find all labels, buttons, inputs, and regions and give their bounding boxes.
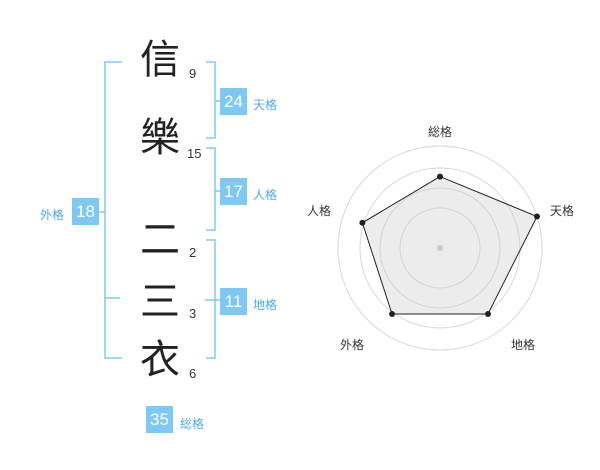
- radar-axis-label-jinkaku: 人格: [307, 204, 332, 218]
- name-char-3: 二: [140, 217, 180, 263]
- jinkaku-label: 人格: [253, 188, 278, 202]
- radar-axis-label-tenkaku: 天格: [550, 204, 575, 218]
- radar-ring-3: [379, 187, 501, 309]
- radar-ring-1: [337, 145, 543, 351]
- stroke-count-5: 6: [189, 366, 197, 381]
- tenkaku-label: 天格: [253, 98, 278, 112]
- stroke-count-1: 9: [189, 66, 197, 81]
- radar-center-dot: [437, 245, 443, 251]
- gaikaku-badge: 18: [72, 198, 99, 225]
- name-char-2: 樂: [140, 115, 180, 161]
- jinkaku-badge: 17: [220, 178, 247, 205]
- radar-point-1: [437, 173, 443, 180]
- radar-point-5: [359, 219, 366, 226]
- radar-axis-label-gaikaku: 外格: [340, 338, 365, 352]
- tenkaku-badge: 24: [220, 88, 247, 115]
- stroke-count-2: 15: [187, 146, 202, 161]
- radar-ring-4: [399, 207, 481, 289]
- soukaku-badge: 35: [146, 406, 173, 433]
- radar-axis-label-chikaku: 地格: [511, 338, 536, 352]
- radar-point-4: [389, 311, 396, 318]
- radar-point-2: [534, 213, 541, 220]
- gaikaku-label: 外格: [40, 208, 65, 222]
- name-char-5: 衣: [140, 337, 180, 383]
- radar-series-area: [361, 176, 538, 315]
- radar-ring-2: [359, 167, 521, 329]
- stroke-count-4: 3: [189, 306, 197, 321]
- soukaku-label: 総格: [180, 417, 205, 431]
- chikaku-label: 地格: [253, 298, 278, 312]
- radar-axis-label-soukaku: 総格: [428, 125, 453, 139]
- name-char-1: 信: [140, 37, 180, 83]
- name-char-4: 三: [140, 279, 180, 325]
- kaku-brackets: [90, 61, 220, 359]
- chikaku-badge: 11: [220, 288, 247, 315]
- stroke-count-3: 2: [189, 245, 197, 260]
- radar-point-3: [484, 311, 491, 318]
